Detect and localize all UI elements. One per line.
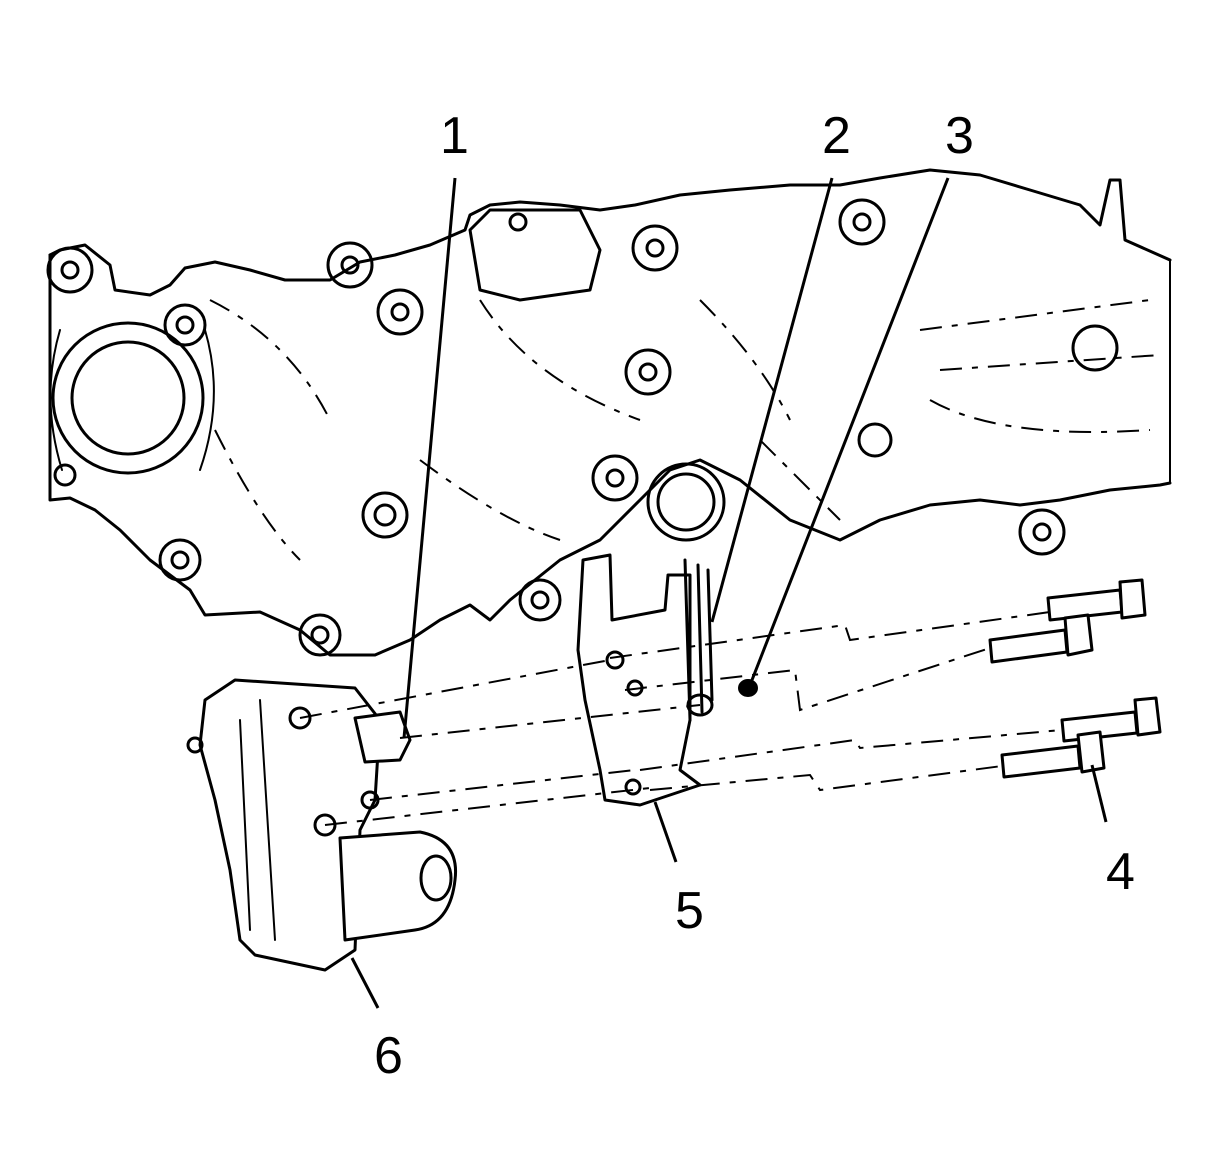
assembly-centerlines bbox=[299, 611, 1063, 826]
leader-line-4 bbox=[1090, 764, 1108, 823]
leader-line-6 bbox=[350, 957, 380, 1009]
leader-lines bbox=[350, 177, 1108, 1009]
bolt bbox=[1000, 730, 1106, 779]
engine-housing bbox=[46, 168, 1172, 657]
bolts bbox=[988, 578, 1162, 779]
leader-line-1 bbox=[402, 177, 457, 739]
leader-line-5 bbox=[653, 801, 678, 863]
callout-3: 3 bbox=[945, 107, 974, 165]
seal-part bbox=[683, 558, 714, 722]
actuator-assembly bbox=[186, 678, 458, 972]
callout-6: 6 bbox=[374, 1027, 403, 1085]
leader-line-3 bbox=[750, 177, 950, 681]
callout-4: 4 bbox=[1106, 843, 1135, 901]
bracket-plate bbox=[576, 553, 702, 807]
callout-2: 2 bbox=[822, 107, 851, 165]
bolt bbox=[1046, 578, 1147, 622]
plug-part bbox=[738, 679, 758, 697]
bolt bbox=[988, 613, 1094, 664]
callout-1: 1 bbox=[440, 107, 469, 165]
callout-5: 5 bbox=[675, 882, 704, 940]
leader-line-2 bbox=[710, 177, 834, 623]
